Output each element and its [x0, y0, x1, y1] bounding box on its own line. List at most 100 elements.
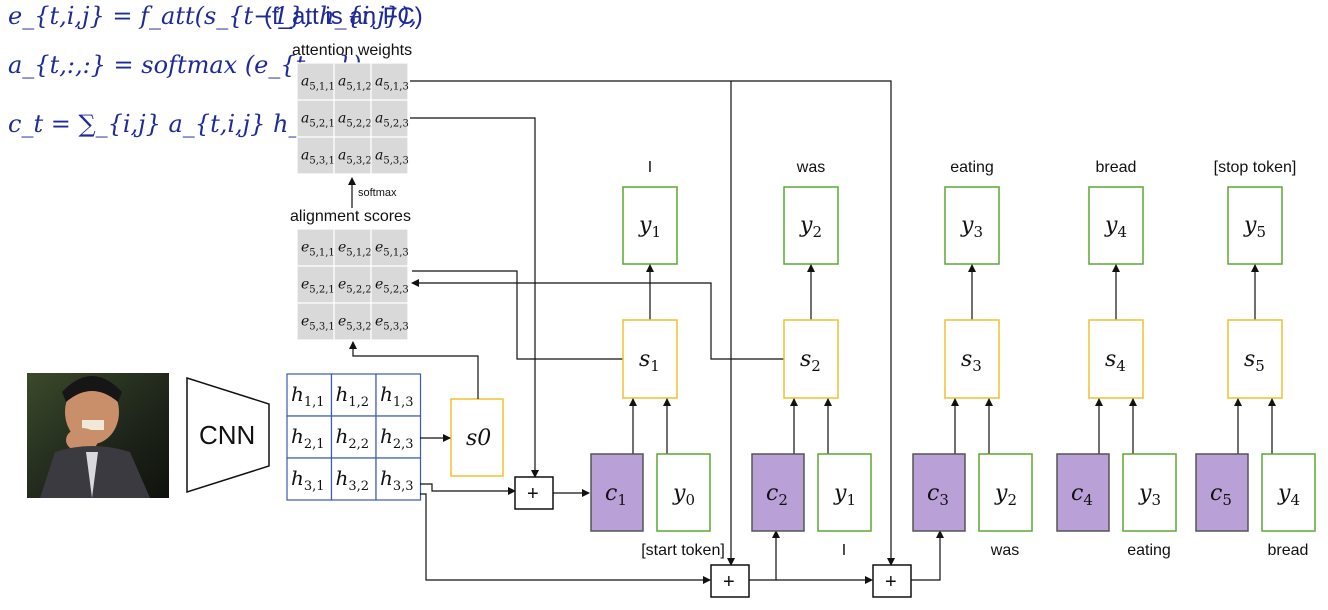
input-word: I [842, 542, 846, 559]
feature-cell [375, 457, 422, 501]
context-vector-label: c1 [605, 481, 627, 509]
alignment-score-cell [370, 265, 409, 304]
output-token-box [1088, 186, 1144, 265]
hidden-state-label: s5 [1244, 347, 1265, 375]
hidden-state-label: s2 [800, 347, 821, 375]
alignment-score-cell [370, 302, 409, 341]
output-token-label: y2 [799, 213, 822, 241]
softmax-label: softmax [358, 187, 397, 199]
context-vector-box [1056, 453, 1110, 532]
attention-weight-label: a5,2,2 [338, 111, 372, 130]
hidden-state-box [783, 319, 839, 399]
output-token-label: y1 [638, 213, 661, 241]
svg-text:+: + [723, 571, 735, 593]
hidden-state-label: s1 [639, 347, 660, 375]
alignment-scores-label: alignment scores [290, 208, 411, 225]
alignment-score-label: e5,1,3 [375, 240, 409, 259]
input-token-box [1122, 453, 1177, 532]
output-token-box [783, 186, 839, 265]
feature-label: h1,2 [336, 382, 370, 410]
context-vector-box [912, 453, 966, 532]
cnn-label: CNN [199, 420, 255, 450]
attention-weights-label: attention weights [292, 42, 412, 59]
attention-weight-label: a5,3,3 [375, 148, 409, 167]
input-word: [start token] [641, 542, 725, 559]
alignment-score-label: e5,3,1 [301, 314, 335, 333]
output-token-label: y4 [1104, 213, 1127, 241]
alignment-score-cell [333, 302, 372, 341]
context-vector-label: c2 [766, 481, 788, 509]
alignment-score-label: e5,1,1 [301, 240, 335, 259]
input-token-box [978, 453, 1033, 532]
feature-label: h2,1 [291, 424, 325, 452]
connections [349, 80, 944, 584]
alignment-score-label: e5,2,3 [375, 277, 409, 296]
hidden-state-label: s4 [1105, 347, 1126, 375]
alignment-score-cell [296, 228, 335, 267]
output-word: I [648, 159, 652, 176]
attention-weight-label: a5,1,2 [338, 74, 372, 93]
context-vector-box [1195, 453, 1249, 532]
alignment-score-label: e5,2,2 [338, 277, 372, 296]
attention-weight-label: a5,1,3 [375, 74, 409, 93]
feature-label: h2,3 [380, 424, 414, 452]
alignment-score-cell [333, 228, 372, 267]
feature-cell [286, 415, 333, 459]
hidden-state-box [622, 319, 678, 399]
hidden-state-box [1227, 319, 1283, 399]
input-word: eating [1127, 542, 1171, 559]
input-token-label: y2 [994, 481, 1017, 509]
context-vector-label: c3 [927, 481, 949, 509]
output-word: [stop token] [1214, 159, 1297, 176]
hidden-state-label: s3 [961, 347, 982, 375]
feature-label: h3,3 [380, 466, 414, 494]
equation-note: (f_att is an FC) [264, 3, 423, 30]
feature-cell [330, 457, 377, 501]
feature-cell [286, 373, 333, 417]
attention-weight-cell [296, 136, 335, 175]
context-vector-box [590, 453, 644, 532]
attention-weight-label: a5,1,1 [301, 74, 335, 93]
feature-label: h1,3 [380, 382, 414, 410]
output-word: was [796, 159, 825, 176]
attention-weight-label: a5,3,2 [338, 148, 372, 167]
output-token-label: y3 [960, 213, 983, 241]
context-vector-label: c4 [1071, 481, 1093, 509]
s0-label: s0 [466, 426, 491, 451]
output-word: bread [1096, 159, 1137, 176]
alignment-score-cell [370, 228, 409, 267]
context-vector-label: c5 [1210, 481, 1232, 509]
alignment-score-label: e5,3,3 [375, 314, 409, 333]
feature-cell [286, 457, 333, 501]
plus-node-1: + [514, 476, 554, 510]
output-token-box [1227, 186, 1283, 265]
alignment-score-label: e5,1,2 [338, 240, 372, 259]
input-token-box [656, 453, 711, 532]
output-word: eating [950, 159, 994, 176]
attention-weight-cell [370, 99, 409, 138]
output-token-label: y5 [1243, 213, 1266, 241]
input-token-label: y4 [1277, 481, 1300, 509]
alignment-score-label: e5,3,2 [338, 314, 372, 333]
input-token-box [817, 453, 872, 532]
input-token-label: y3 [1138, 481, 1161, 509]
input-token-label: y0 [672, 481, 695, 509]
input-token-box [1261, 453, 1316, 532]
context-vector-box [751, 453, 805, 532]
plus-node-2: + [710, 564, 750, 598]
hidden-state-box [1088, 319, 1144, 399]
alignment-score-label: e5,2,1 [301, 277, 335, 296]
attention-weight-label: a5,2,3 [375, 111, 409, 130]
input-image [27, 373, 169, 498]
svg-text:+: + [527, 483, 539, 505]
feature-cell [375, 415, 422, 459]
attention-weight-cell [370, 136, 409, 175]
attention-weight-label: a5,3,1 [301, 148, 335, 167]
feature-cell [330, 415, 377, 459]
input-token-label: y1 [833, 481, 856, 509]
